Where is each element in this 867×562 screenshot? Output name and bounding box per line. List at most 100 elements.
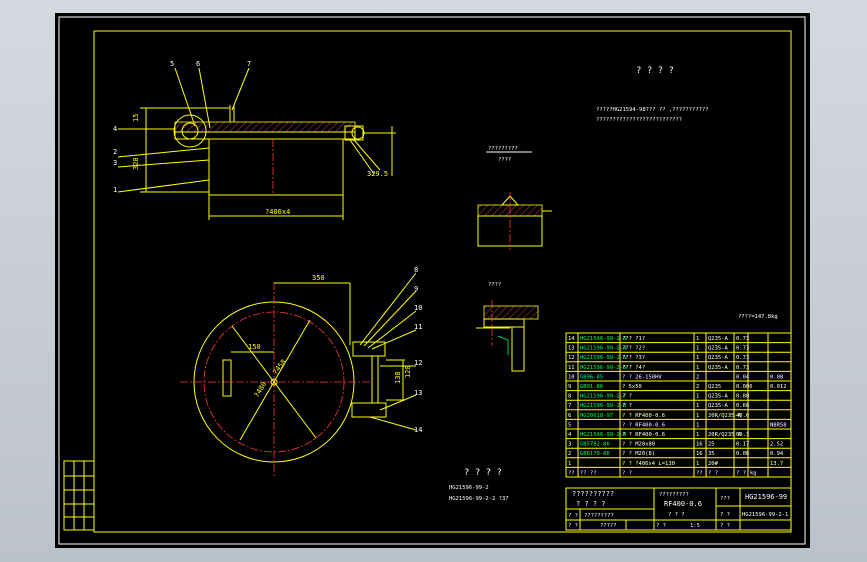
parts-cell-qty: 1	[696, 432, 699, 438]
plan-dim-right-2: 120	[404, 365, 412, 378]
parts-cell-mass: 0.006	[736, 384, 753, 390]
elev-width-dim: ?406x4	[265, 208, 290, 216]
parts-cell-name: ??? ?2?	[622, 346, 645, 352]
parts-cell-code: HG21596-99-2-7	[580, 394, 626, 400]
title-type: ? ? ?	[668, 512, 685, 518]
parts-cell-code: HG21596-99-2-3	[580, 336, 626, 342]
plan-dim-right-1: 138	[394, 371, 402, 384]
parts-cell-material: Q235-A	[708, 365, 729, 371]
parts-cell-material: 35	[708, 451, 715, 457]
parts-cell-qty: 1	[696, 461, 699, 467]
svg-text:?????????: ?????????	[488, 146, 518, 152]
parts-cell-code: HG21596-99-2-4	[580, 346, 627, 352]
parts-cell-no: 2	[568, 451, 571, 457]
parts-cell-no: 9	[568, 384, 571, 390]
parts-cell-code: HG21596-99-2-5	[580, 355, 626, 361]
handle-circle	[351, 126, 365, 140]
parts-cell-code: HG21596-99-2-8	[580, 403, 626, 409]
parts-cell-name: ??? ?3?	[622, 355, 645, 361]
title-row-5: ? ?	[720, 523, 730, 529]
title-row-2: ? ?	[568, 523, 578, 529]
parts-header-qty: ??	[696, 470, 703, 476]
plan-view: 150 350 ?458 ?480 138 120 8 9 10 11 12 1…	[180, 266, 422, 476]
weld-detail-1: ????????? ????	[477, 146, 552, 250]
parts-cell-no: 4	[568, 432, 572, 438]
title-row-4: ? ?	[720, 512, 730, 518]
callout-14: 14	[414, 426, 422, 434]
parts-cell-mass: 0.73	[736, 346, 749, 352]
parts-cell-code: HG21596-99-2-6	[580, 365, 626, 371]
cover-plate	[174, 121, 356, 133]
sheet-outer-border	[58, 16, 806, 545]
parts-cell-name: ? ? RF400-0.6	[622, 422, 665, 428]
title-row-1: ?????????	[584, 513, 614, 519]
parts-cell-material: Q235-A	[708, 336, 729, 342]
parts-cell-mass: 0.06	[736, 451, 749, 457]
parts-cell-code: GB96-85	[580, 374, 603, 380]
parts-cell-no: 10	[568, 374, 575, 380]
parts-cell-material: Q235	[708, 384, 721, 390]
title-scale: 1:5	[690, 523, 700, 529]
callout-10: 10	[414, 304, 422, 312]
parts-cell-code: HG20618-97	[580, 413, 613, 419]
parts-cell-code: GB91-86	[580, 384, 603, 390]
title-spec: RF400-0.6	[664, 500, 702, 508]
parts-cell-material: Q235-A	[708, 346, 729, 352]
parts-cell-qty: 16	[696, 442, 703, 448]
parts-cell-no: 1	[568, 461, 571, 467]
callout-1: 1	[113, 186, 117, 194]
parts-cell-mass: 0.73	[736, 355, 749, 361]
parts-cell-qty: 1	[696, 413, 699, 419]
title-company: ??????????	[572, 490, 614, 498]
mass-label: ????=147.8kg	[738, 314, 778, 320]
parts-cell-qty: 2	[696, 384, 699, 390]
parts-cell-qty: 1	[696, 394, 699, 400]
svg-text:????: ????	[498, 157, 511, 163]
parts-cell-no: 8	[568, 394, 571, 400]
bottom-ref-1: HG21596-99-2	[449, 485, 489, 491]
callout-4: 4	[113, 125, 117, 133]
parts-cell-mass: 40.6	[736, 413, 749, 419]
parts-header-mass_unit: ? ?	[736, 470, 746, 476]
parts-header-material: ? ?	[708, 470, 718, 476]
parts-cell-no: 5	[568, 422, 571, 428]
parts-cell-code: GB6170-86	[580, 451, 610, 457]
title-product: ?????????	[659, 492, 689, 498]
parts-cell-no: 12	[568, 355, 575, 361]
parts-cell-name: ??? ?1?	[622, 336, 645, 342]
callout-8: 8	[414, 266, 418, 274]
parts-cell-name: ? 5x50	[622, 384, 642, 390]
parts-cell-qty: 1	[696, 346, 699, 352]
parts-cell-name: ? ?	[622, 403, 632, 409]
callout-12: 12	[414, 359, 422, 367]
parts-cell-material: Q235-A	[708, 403, 729, 409]
elev-dim-a: 15	[132, 114, 140, 122]
bottom-label: ? ? ? ?	[464, 468, 502, 478]
sheet-inner-border	[93, 30, 792, 533]
parts-cell-note: 0.012	[770, 384, 787, 390]
parts-cell-material: 20R/Q235-A	[708, 413, 742, 419]
parts-cell-no: 3	[568, 442, 571, 448]
parts-cell-mass: 0.73	[736, 336, 749, 342]
binding-strip	[63, 460, 95, 531]
parts-header-mass_kg: kg	[750, 470, 757, 476]
parts-cell-note: NBR58	[770, 422, 787, 428]
parts-cell-note: 0.94	[770, 451, 784, 457]
parts-cell-code: HG21596-99-2-9	[580, 432, 626, 438]
cad-viewport[interactable]	[55, 13, 810, 548]
parts-cell-qty: 1	[696, 336, 699, 342]
parts-cell-mass: 0.17	[736, 442, 749, 448]
parts-cell-qty: 16	[696, 451, 703, 457]
title-sheet-count: ? ?	[656, 523, 666, 529]
title-drawing-no-label: ???	[720, 496, 730, 502]
parts-cell-no: 13	[568, 346, 575, 352]
neck-pipe	[208, 138, 344, 196]
title-drawing-no: HG21596-99	[745, 493, 787, 501]
parts-cell-qty: 2	[696, 374, 699, 380]
elev-dim-b: 320	[132, 157, 140, 170]
parts-cell-name: ? ?	[622, 394, 632, 400]
parts-header-name: ? ?	[622, 470, 632, 476]
parts-cell-no: 11	[568, 365, 575, 371]
